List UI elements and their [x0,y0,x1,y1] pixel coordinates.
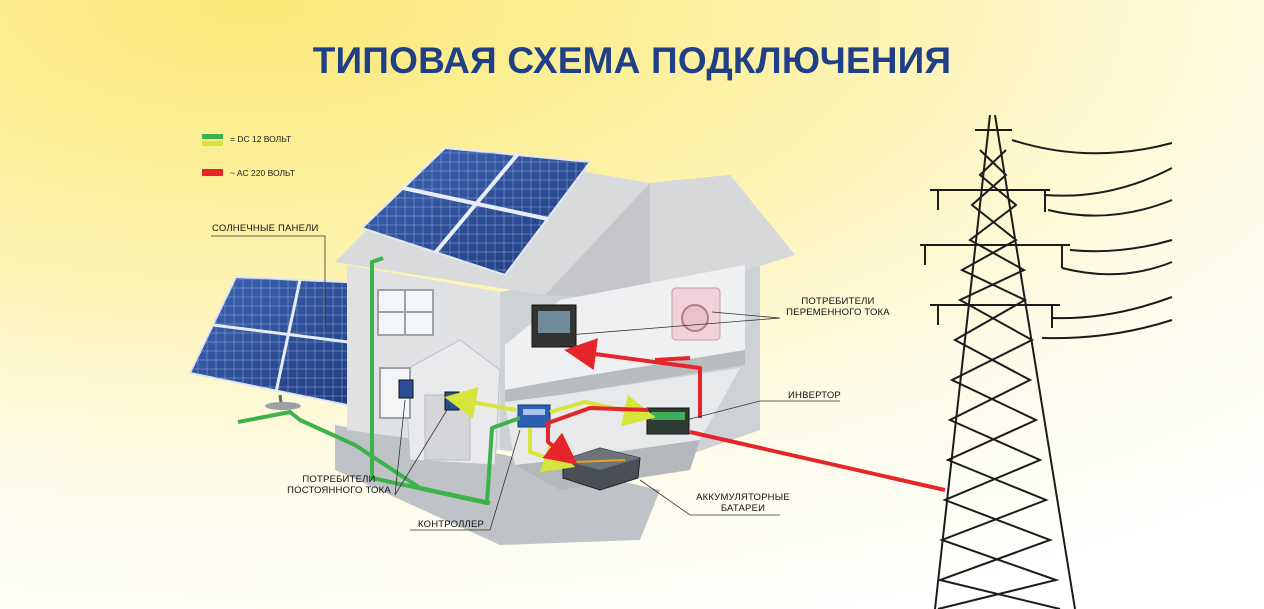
label-ac-consumers-line1: ПОТРЕБИТЕЛИ [801,296,875,307]
battery-pack [562,447,641,491]
label-batteries: АККУМУЛЯТОРНЫЕ БАТАРЕИ [690,492,796,514]
legend-ac-text: ~ AC 220 ВОЛЬТ [230,168,295,178]
label-controller: КОНТРОЛЛЕР [418,519,485,530]
label-dc-consumers-line1: ПОТРЕБИТЕЛИ [302,474,376,485]
legend-dc-green-swatch [202,134,223,139]
label-solar-panels: СОЛНЕЧНЫЕ ПАНЕЛИ [212,223,319,234]
legend-dc-yellow-swatch [202,141,223,146]
legend-dc-text: = DC 12 ВОЛЬТ [230,134,292,144]
roof-solar-panels [360,146,592,277]
label-batteries-line2: БАТАРЕИ [720,503,766,514]
legend-ac-red-swatch [202,169,223,176]
label-ac-consumers: ПОТРЕБИТЕЛИ ПЕРЕМЕННОГО ТОКА [782,296,894,318]
ground-solar-array [188,275,368,411]
inverter-unit [646,407,690,435]
label-dc-consumers-line2: ПОСТОЯННОГО ТОКА [287,485,391,496]
dc-lamp-left [398,379,414,399]
washing-machine [671,287,721,341]
page-title: ТИПОВАЯ СХЕМА ПОДКЛЮЧЕНИЯ [312,40,952,81]
label-ac-consumers-line2: ПЕРЕМЕННОГО ТОКА [786,307,890,318]
label-dc-consumers: ПОТРЕБИТЕЛИ ПОСТОЯННОГО ТОКА [283,474,395,496]
label-inverter: ИНВЕРТОР [788,390,841,401]
ac-wires-red [542,338,946,492]
label-batteries-line1: АККУМУЛЯТОРНЫЕ [696,492,790,503]
tv-appliance [531,304,577,348]
callout-lines [211,235,840,531]
dc-wires-green [237,256,521,505]
power-tower [920,114,1173,609]
dc-lamp-right [444,391,460,411]
controller-unit [517,404,551,428]
